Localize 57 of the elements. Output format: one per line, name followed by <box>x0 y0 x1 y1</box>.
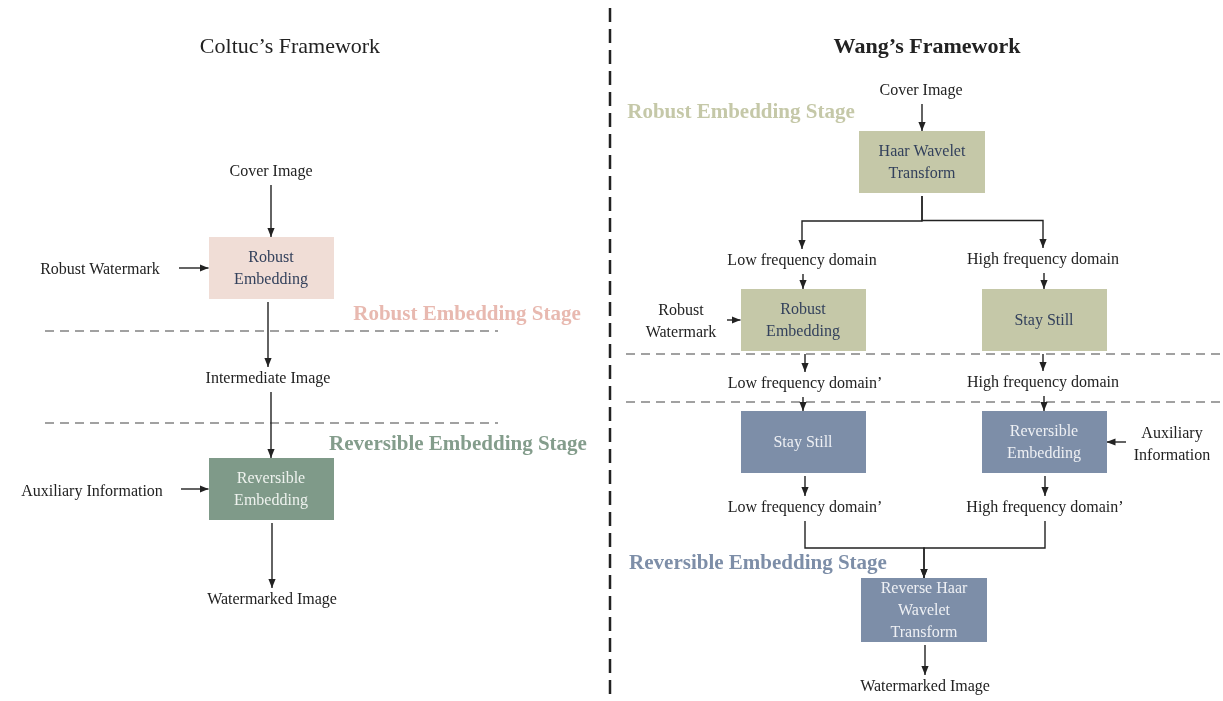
node-label: High frequency domain <box>967 249 1119 270</box>
arrow <box>726 316 742 324</box>
arrow <box>1105 438 1127 446</box>
node-label: Low frequency domain’ <box>727 497 883 518</box>
node-label: Low frequency domain <box>727 250 877 271</box>
node-label: Auxiliary Information <box>21 481 163 502</box>
arrow <box>1040 395 1048 412</box>
process-box <box>208 458 334 520</box>
arrow <box>264 301 272 368</box>
node-label: Intermediate Image <box>205 368 331 389</box>
box-label: Reversible Embedding <box>1006 421 1082 464</box>
node-label: Auxiliary Information <box>1132 423 1212 465</box>
title-heading: Coltuc’s Framework <box>199 33 381 59</box>
box-label: Haar Wavelet Transform <box>877 141 967 183</box>
arrow <box>268 522 276 589</box>
arrow <box>801 353 809 373</box>
process-box <box>740 411 866 473</box>
arrow <box>918 103 926 132</box>
node-label: Robust Watermark <box>644 300 718 342</box>
arrow <box>921 195 1047 249</box>
arrow <box>1040 272 1048 290</box>
process-box <box>981 411 1107 473</box>
process-box <box>859 131 985 193</box>
stage-label: Robust Embedding Stage <box>627 98 855 124</box>
box-label: Robust Embedding <box>765 299 841 342</box>
arrow <box>180 485 210 493</box>
stage-label: Reversible Embedding Stage <box>629 549 887 575</box>
node-label: High frequency domain’ <box>966 497 1124 518</box>
process-box <box>740 289 866 351</box>
arrow <box>1041 475 1049 497</box>
process-box <box>861 578 987 642</box>
process-box <box>208 237 334 299</box>
box-label: Stay Still <box>1013 310 1075 331</box>
node-label: High frequency domain <box>967 372 1119 393</box>
arrow <box>920 520 1046 579</box>
node-label: Watermarked Image <box>860 676 990 697</box>
arrow <box>178 264 210 272</box>
arrow <box>267 184 275 238</box>
stage-label: Reversible Embedding Stage <box>329 430 587 456</box>
box-label: Reverse Haar Wavelet Transform <box>879 578 969 642</box>
process-box <box>981 289 1107 351</box>
node-label: Robust Watermark <box>40 259 160 279</box>
node-label: Cover Image <box>229 161 313 182</box>
arrow <box>267 391 275 459</box>
arrow <box>921 644 929 676</box>
box-label: Reversible Embedding <box>233 468 309 511</box>
node-label: Low frequency domain’ <box>727 373 883 394</box>
stage-label: Robust Embedding Stage <box>353 300 581 326</box>
node-label: Cover Image <box>879 80 963 101</box>
box-label: Robust Embedding <box>233 247 309 290</box>
title-heading: Wang’s Framework <box>833 33 1021 59</box>
arrow <box>799 273 807 290</box>
arrow <box>1039 353 1047 372</box>
node-label: Watermarked Image <box>207 589 337 610</box>
arrow <box>801 475 809 497</box>
arrow <box>799 396 807 412</box>
box-label: Stay Still <box>772 432 834 453</box>
